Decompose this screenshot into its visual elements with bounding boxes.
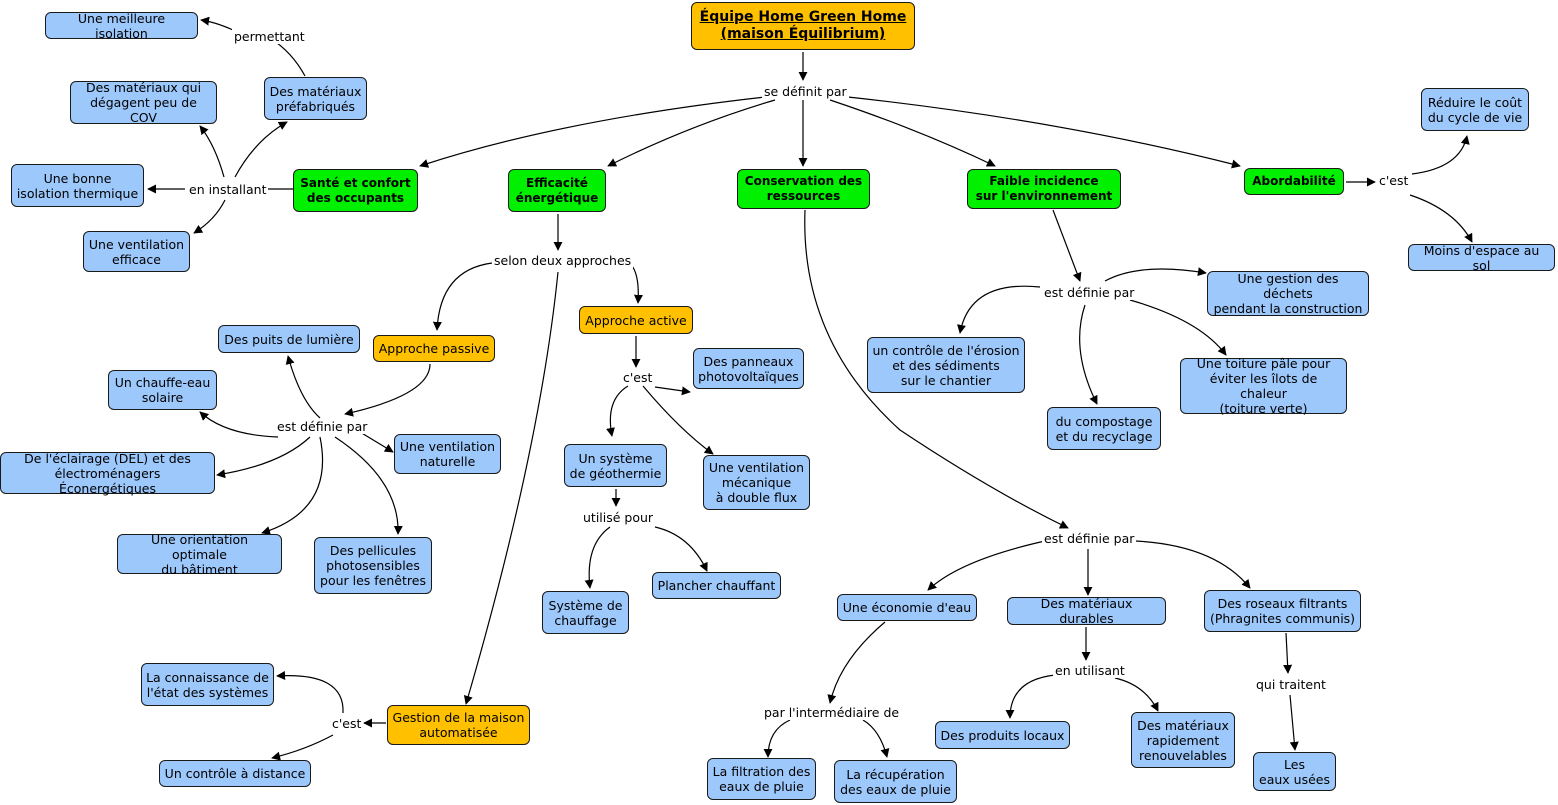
link-en-installant: en installant (187, 182, 269, 197)
node-prefabriques[interactable]: Des matériaux préfabriqués (264, 77, 367, 120)
node-eaux-usees[interactable]: Les eaux usées (1253, 752, 1336, 791)
root-title[interactable]: Équipe Home Green Home (maison Équilibri… (691, 2, 915, 50)
node-connaissance[interactable]: La connaissance de l'état des systèmes (141, 663, 274, 706)
node-cycle-vie[interactable]: Réduire le coût du cycle de vie (1421, 88, 1529, 131)
node-gestion-maison[interactable]: Gestion de la maison automatisée (387, 705, 530, 745)
node-panneaux[interactable]: Des panneaux photovoltaïques (693, 348, 804, 389)
node-materiaux-durables[interactable]: Des matériaux durables (1007, 596, 1166, 626)
pillar-sante[interactable]: Santé et confort des occupants (293, 169, 418, 212)
link-c-est-gestion: c'est (330, 716, 364, 731)
link-par-l-intermediaire-de: par l'intermédiaire de (762, 705, 902, 720)
node-ventilation-naturelle[interactable]: Une ventilation naturelle (394, 434, 501, 474)
node-approche-passive[interactable]: Approche passive (373, 335, 495, 362)
node-filtration[interactable]: La filtration des eaux de pluie (707, 758, 816, 800)
link-utilise-pour: utilisé pour (581, 510, 656, 525)
node-pellicules[interactable]: Des pellicules photosensibles pour les f… (314, 537, 432, 594)
node-approche-active[interactable]: Approche active (579, 306, 693, 334)
node-plancher[interactable]: Plancher chauffant (652, 572, 781, 599)
link-selon-deux-approches: selon deux approches (492, 253, 634, 268)
node-dechets[interactable]: Une gestion des déchets pendant la const… (1207, 271, 1369, 316)
node-eclairage-del[interactable]: De l'éclairage (DEL) et des électroménag… (0, 451, 215, 496)
node-puits-lumiere[interactable]: Des puits de lumière (218, 325, 360, 353)
link-qui-traitent: qui traitent (1254, 677, 1328, 692)
node-toiture[interactable]: Une toiture pâle pour éviter les îlots d… (1180, 356, 1347, 416)
link-est-definie-par-passive: est définie par (275, 419, 370, 434)
link-en-utilisant: en utilisant (1053, 663, 1127, 678)
node-isolation-thermique[interactable]: Une bonne isolation thermique (11, 164, 144, 207)
node-recuperation[interactable]: La récupération des eaux de pluie (834, 760, 957, 803)
link-est-definie-par-conservation: est définie par (1042, 531, 1137, 546)
node-meilleure-isolation[interactable]: Une meilleure isolation (45, 11, 198, 41)
link-est-definie-par-incidence: est définie par (1042, 285, 1137, 300)
pillar-conservation[interactable]: Conservation des ressources (737, 169, 870, 209)
node-espace-sol[interactable]: Moins d'espace au sol (1408, 243, 1555, 273)
node-produits-locaux[interactable]: Des produits locaux (935, 721, 1070, 749)
node-geothermie[interactable]: Un système de géothermie (564, 444, 667, 487)
link-c-est-active: c'est (621, 370, 655, 385)
pillar-incidence[interactable]: Faible incidence sur l'environnement (967, 169, 1121, 209)
link-c-est-abordabilite: c'est (1377, 173, 1411, 188)
node-ventilation-efficace[interactable]: Une ventilation efficace (83, 231, 190, 272)
node-chauffe-eau[interactable]: Un chauffe-eau solaire (108, 370, 217, 410)
node-systeme-chauffage[interactable]: Système de chauffage (542, 591, 629, 634)
node-orientation[interactable]: Une orientation optimale du bâtiment (117, 532, 282, 577)
node-ventilation-mecanique[interactable]: Une ventilation mécanique à double flux (703, 455, 810, 510)
link-permettant: permettant (232, 29, 307, 44)
node-erosion[interactable]: un contrôle de l'érosion et des sédiment… (867, 337, 1025, 393)
node-controle-distance[interactable]: Un contrôle à distance (159, 760, 311, 787)
node-economie-eau[interactable]: Une économie d'eau (837, 594, 977, 621)
node-renouvelables[interactable]: Des matériaux rapidement renouvelables (1131, 712, 1235, 768)
link-se-definit-par: se définit par (762, 84, 849, 99)
node-roseaux[interactable]: Des roseaux filtrants (Phragnites commun… (1204, 590, 1361, 632)
pillar-abordabilite[interactable]: Abordabilité (1244, 168, 1344, 195)
node-compostage[interactable]: du compostage et du recyclage (1047, 407, 1161, 450)
pillar-efficacite[interactable]: Efficacité énergétique (508, 169, 606, 212)
node-cov[interactable]: Des matériaux qui dégagent peu de COV (70, 80, 217, 125)
